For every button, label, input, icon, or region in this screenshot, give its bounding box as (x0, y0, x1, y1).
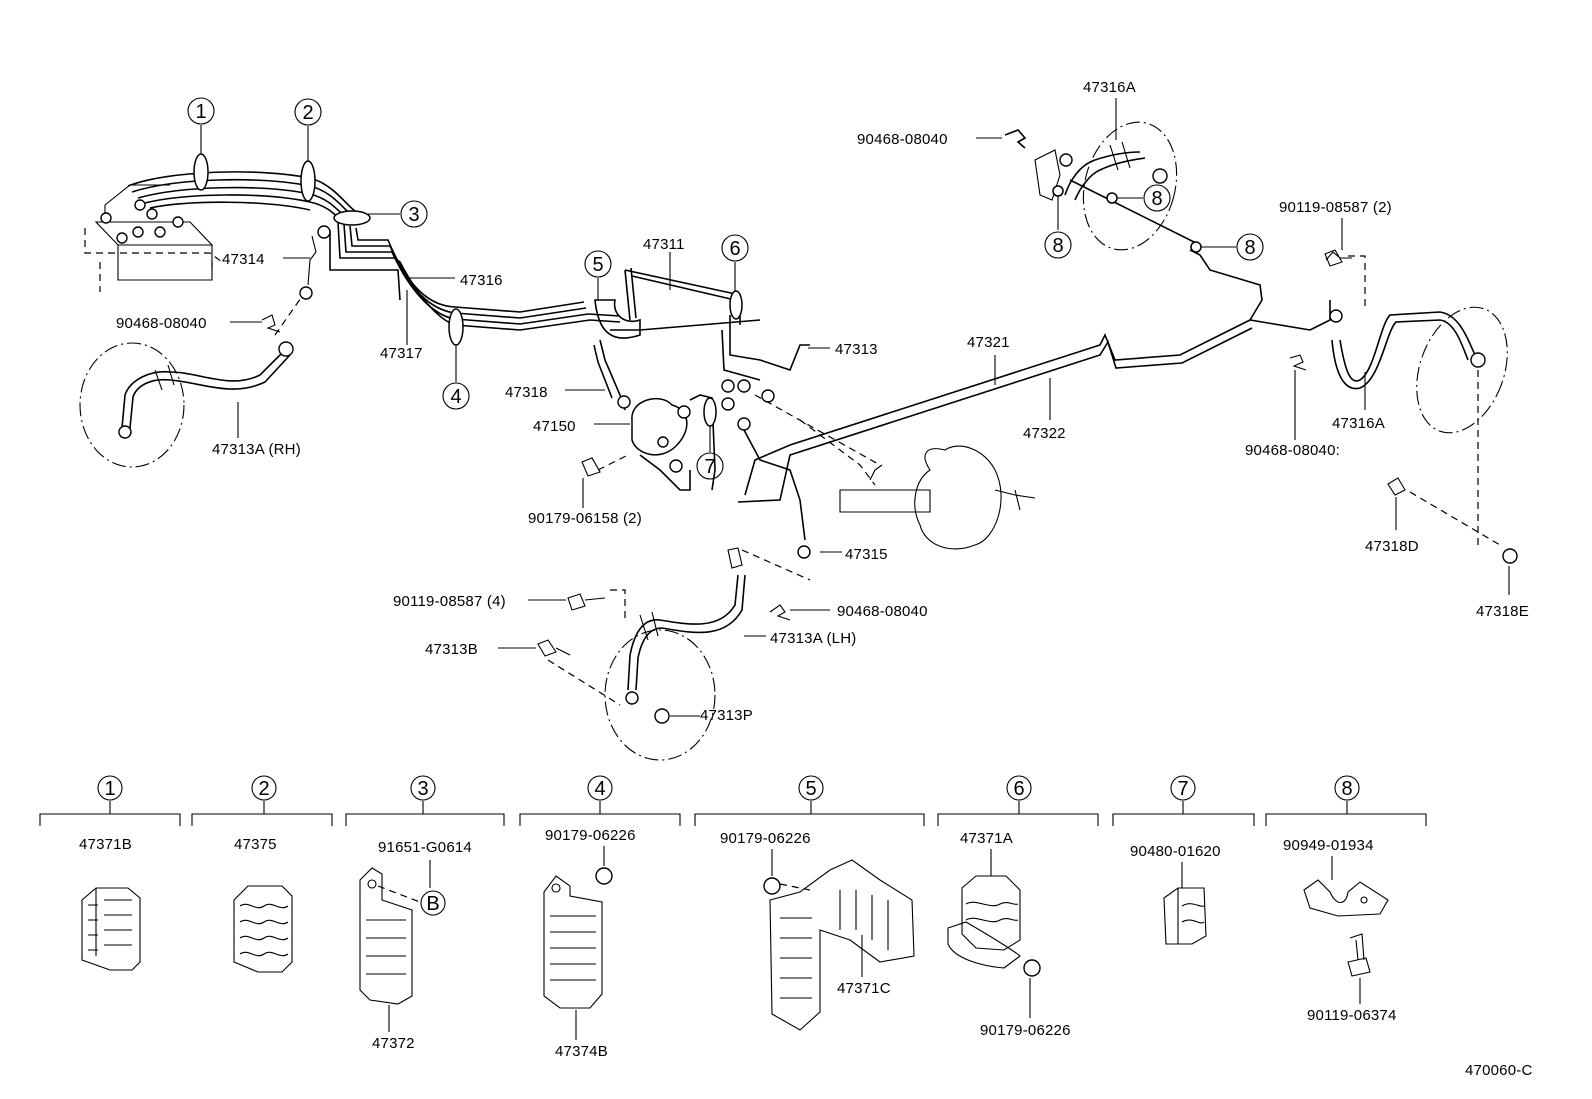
label-47150: 47150 (533, 418, 576, 435)
label-90468-08040-left: 90468-08040 (116, 315, 207, 332)
marker-2-text: 2 (302, 102, 313, 124)
clamp-marker-2-shape (300, 160, 316, 202)
group-3-part-91651-G0614: 91651-G0614 (378, 839, 472, 856)
bolts (537, 249, 1343, 657)
clamp-marker-4-shape (448, 308, 464, 346)
front-hose-47313A-LH (547, 547, 811, 761)
group-5-part-90179-06226: 90179-06226 (720, 830, 811, 847)
proportioning-valve-47150 (617, 394, 717, 491)
group-4-part-90179-06226: 90179-06226 (545, 827, 636, 844)
label-47316: 47316 (460, 272, 503, 289)
marker-8b-text: 8 (1151, 188, 1162, 210)
group-7-part-90480-01620: 90480-01620 (1130, 843, 1221, 860)
marker-B: B (426, 893, 439, 915)
group-5-number: 5 (805, 778, 816, 800)
group-7-number: 7 (1177, 778, 1188, 800)
rear-hose-47316A-top (1004, 121, 1202, 253)
clamp-group-3: 3 91651-G0614 B 47372 (345, 775, 505, 1052)
group-1-number: 1 (104, 778, 115, 800)
label-47317: 47317 (380, 345, 423, 362)
group-2-number: 2 (258, 778, 269, 800)
group-3-number: 3 (417, 778, 428, 800)
label-47318E: 47318E (1476, 603, 1529, 620)
label-47314: 47314 (222, 251, 265, 268)
label-90468-08040-top: 90468-08040 (857, 131, 948, 148)
group-6-number: 6 (1013, 778, 1024, 800)
marker-4-text: 4 (450, 386, 461, 408)
label-47315: 47315 (845, 546, 888, 563)
group-8-number: 8 (1341, 778, 1352, 800)
group-6-part-90179-06226: 90179-06226 (980, 1022, 1071, 1039)
label-90468-08040-right: 90468-08040: (1245, 442, 1340, 459)
label-90179-06158-2: 90179-06158 (2) (528, 510, 642, 527)
label-47318: 47318 (505, 384, 548, 401)
clamp-marker-7-shape (703, 397, 717, 427)
rear-hose-47316A-right (1289, 251, 1518, 564)
label-47322: 47322 (1023, 425, 1066, 442)
group-4-number: 4 (594, 778, 605, 800)
abs-actuator (84, 184, 223, 292)
group-8-part-90119-06374: 90119-06374 (1307, 1007, 1397, 1024)
label-47313: 47313 (835, 341, 878, 358)
group-4-part-47374B: 47374B (555, 1043, 608, 1060)
group-2-part-47375: 47375 (234, 836, 277, 853)
clamp-group-6: 6 47371A 90179-06226 (937, 775, 1099, 1039)
group-8-part-90949-01934: 90949-01934 (1283, 837, 1374, 854)
reference-code: 470060-C (1465, 1062, 1532, 1079)
clamp-marker-3-shape (333, 210, 371, 226)
clamp-marker-6-shape (729, 290, 743, 320)
marker-5-text: 5 (592, 254, 603, 276)
group-1-part-47371B: 47371B (79, 836, 132, 853)
marker-8a-text: 8 (1052, 235, 1063, 257)
label-90119-08587-4: 90119-08587 (4) (393, 593, 506, 610)
circle-markers: 1 2 3 4 5 6 7 8 8 8 (187, 97, 1264, 480)
marker-1-text: 1 (195, 101, 206, 123)
label-47311: 47311 (643, 236, 685, 253)
rear-brake-tubes-47321-47322 (737, 249, 1331, 503)
label-47313A-LH: 47313A (LH) (770, 630, 856, 647)
clamp-group-1: 1 47371B (39, 775, 181, 971)
clamp-group-2: 2 47375 (191, 775, 333, 973)
marker-7-text: 7 (704, 456, 715, 478)
label-90468-08040-mid: 90468-08040 (837, 603, 928, 620)
label-47318D: 47318D (1365, 538, 1419, 555)
label-47316A-top: 47316A (1083, 79, 1136, 96)
brake-booster-master-cylinder (754, 394, 1036, 550)
label-47316A-right: 47316A (1332, 415, 1385, 432)
clamp-group-7: 7 90480-01620 (1112, 775, 1255, 945)
label-90119-08587-2: 90119-08587 (2) (1279, 199, 1392, 216)
front-hose-47313A-RH (79, 225, 331, 468)
part-labels: 47314 47316 47317 47318 47150 47311 4731… (116, 79, 1529, 724)
label-47313P: 47313P (700, 707, 753, 724)
label-47313B: 47313B (425, 641, 478, 658)
leader-lines (230, 98, 1510, 717)
clamp-group-4: 4 90179-06226 47374B (519, 775, 681, 1060)
group-5-part-47371C: 47371C (837, 980, 891, 997)
clamp-legend: 1 47371B 2 47375 3 91651-G0614 (39, 775, 1427, 1060)
group-6-part-47371A: 47371A (960, 830, 1013, 847)
marker-6-text: 6 (729, 238, 740, 260)
marker-8c-text: 8 (1244, 237, 1255, 259)
label-47321: 47321 (967, 334, 1010, 351)
clamp-group-5: 5 90179-06226 47371C (694, 775, 925, 1031)
label-47313A-RH: 47313A (RH) (212, 441, 301, 458)
clamp-marker-1-shape (193, 153, 209, 191)
brake-tube-bundle-front (127, 153, 371, 226)
brake-tubes-47316-47317 (329, 221, 621, 346)
group-3-part-47372: 47372 (372, 1035, 415, 1052)
marker-3-text: 3 (408, 204, 419, 226)
tube-47313-47315 (721, 315, 811, 559)
clamp-group-8: 8 90949-01934 90119-06374 (1265, 775, 1427, 1024)
